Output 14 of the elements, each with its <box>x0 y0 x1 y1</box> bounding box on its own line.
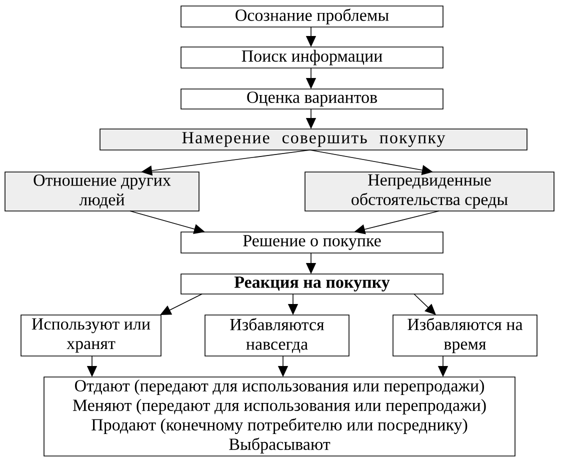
process-box: Отдают (передают для использования или перепродажи) Меняют (передают для использования или перепродажи) Продают (конечному потребителю или посреднику) Выбрасывают <box>44 376 516 456</box>
process-box: Реакция на покупку <box>180 274 444 294</box>
process-box: Намерение совершить покупку <box>100 128 528 150</box>
process-box: Осознание проблемы <box>180 6 444 28</box>
process-box: Избавляются на время <box>392 314 538 356</box>
arrow <box>414 294 436 315</box>
process-box: Избавляются навсегда <box>204 314 350 356</box>
process-box: Оценка вариантов <box>180 88 444 110</box>
process-box: Непредвиденные обстоятельства среды <box>304 172 554 212</box>
process-box: Отношение других людей <box>4 172 200 212</box>
arrow <box>160 294 202 315</box>
process-box: Используют или хранят <box>20 314 162 356</box>
process-box: Поиск информации <box>180 46 444 68</box>
process-box: Решение о покупке <box>180 232 444 254</box>
